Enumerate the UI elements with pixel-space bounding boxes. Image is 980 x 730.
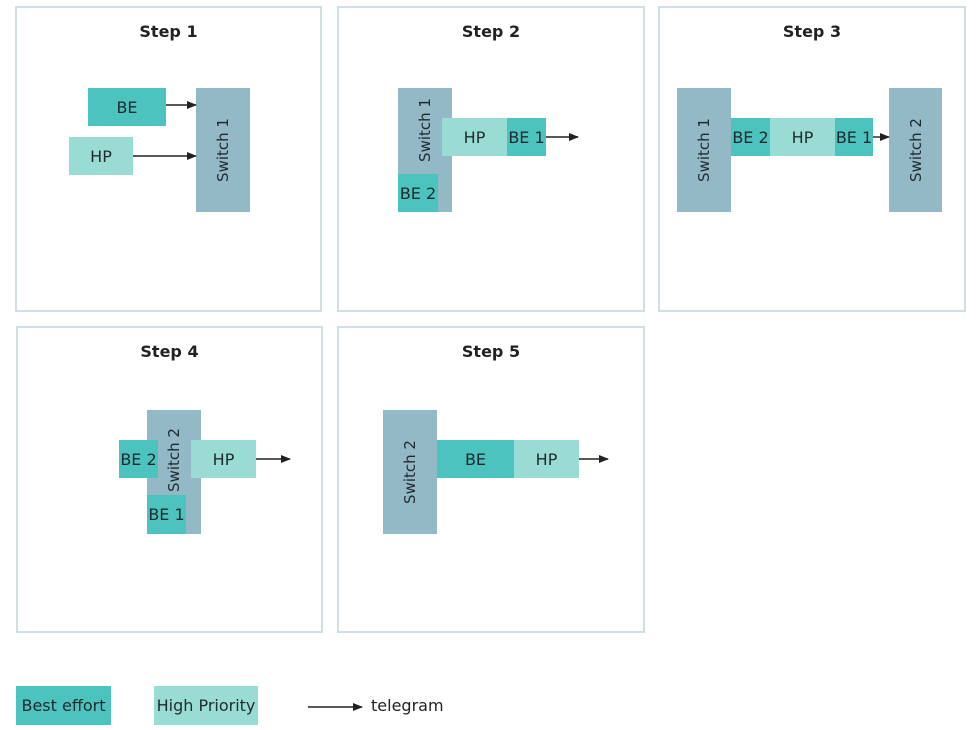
step-3-title: Step 3 — [782, 22, 842, 41]
packet-label: HP — [463, 127, 486, 147]
step-4-panel: Step 4 — [16, 326, 323, 633]
packet-label: HP — [535, 449, 558, 469]
switch-2: Switch 2 — [889, 88, 942, 212]
switch-label: Switch 2 — [906, 118, 925, 182]
packet-label: BE — [116, 97, 138, 117]
switch-2: Switch 2 — [383, 410, 437, 534]
step-2-panel: Step 2 — [337, 6, 645, 312]
legend-telegram-label: telegram — [371, 696, 444, 715]
best-effort-packet-1: BE 1 — [835, 118, 873, 156]
step-2-title: Step 2 — [461, 22, 521, 41]
step-5-panel: Step 5 — [337, 326, 645, 633]
high-priority-packet: HP — [442, 118, 507, 156]
switch-label: Switch 2 — [165, 428, 183, 492]
best-effort-packet: BE — [437, 440, 514, 478]
best-effort-packet-1: BE 1 — [147, 495, 186, 534]
switch-label: Switch 1 — [214, 118, 232, 182]
packet-label: BE 1 — [148, 505, 185, 524]
switch-label: Switch 2 — [401, 440, 419, 504]
switch-1: Switch 1 — [677, 88, 731, 212]
high-priority-packet: HP — [69, 137, 133, 175]
packet-label: HP — [90, 146, 112, 166]
best-effort-packet: BE — [88, 88, 166, 126]
step-1-panel: Step 1 — [15, 6, 322, 312]
packet-label: BE 2 — [399, 183, 437, 203]
switch-label: Switch 1 — [695, 118, 713, 182]
high-priority-packet: HP — [514, 440, 579, 478]
packet-label: BE — [464, 449, 487, 469]
legend-high-priority-swatch: High Priority — [154, 686, 258, 725]
switch-1: Switch 1 — [196, 88, 250, 212]
packet-label: HP — [791, 127, 814, 147]
switch-label: Switch 1 — [416, 98, 434, 162]
packet-label: BE 1 — [508, 127, 545, 147]
packet-label: BE 2 — [120, 449, 157, 469]
best-effort-packet-1: BE 1 — [507, 118, 546, 156]
legend-best-effort-label: Best effort — [21, 696, 106, 715]
legend-best-effort-swatch: Best effort — [16, 686, 111, 725]
best-effort-packet-2: BE 2 — [119, 440, 158, 478]
high-priority-packet: HP — [191, 440, 256, 478]
packet-label: BE 2 — [732, 127, 769, 147]
step-4-title: Step 4 — [140, 342, 199, 361]
packet-label: HP — [212, 449, 235, 469]
best-effort-packet-2: BE 2 — [731, 118, 770, 156]
step-5-title: Step 5 — [461, 342, 521, 361]
high-priority-packet: HP — [770, 118, 835, 156]
step-1-title: Step 1 — [139, 22, 198, 41]
best-effort-packet-2: BE 2 — [398, 174, 438, 212]
packet-label: BE 1 — [835, 127, 873, 147]
legend-high-priority-label: High Priority — [156, 696, 256, 715]
